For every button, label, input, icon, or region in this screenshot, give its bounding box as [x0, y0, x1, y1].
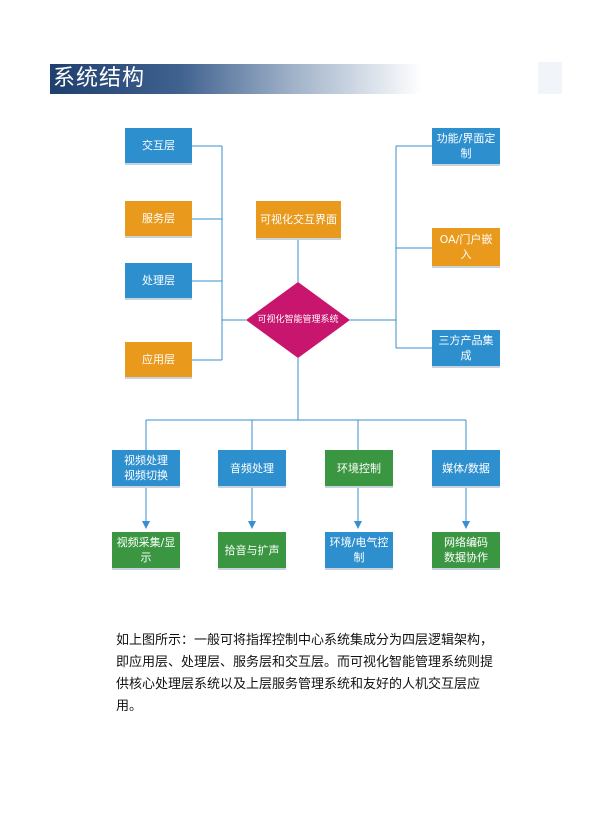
module-environment: 环境控制 — [325, 450, 393, 488]
leaf-network-coding: 网络编码 数据协作 — [432, 532, 500, 570]
layer-application: 应用层 — [125, 342, 192, 379]
decorative-block — [538, 62, 562, 94]
layer-service: 服务层 — [125, 201, 192, 238]
right-item-oa: OA/门户嵌入 — [432, 228, 500, 268]
leaf-video-capture: 视频采集/显示 — [112, 532, 180, 570]
section-header-bar — [50, 64, 422, 94]
module-video: 视频处理 视频切换 — [112, 450, 180, 488]
module-media: 媒体/数据 — [432, 450, 500, 488]
right-item-custom: 功能/界面定制 — [432, 128, 500, 166]
leaf-audio-pickup: 拾音与扩声 — [218, 532, 286, 570]
center-system-label: 可视化智能管理系统 — [257, 314, 339, 325]
section-title: 系统结构 — [53, 66, 146, 91]
leaf-electrical-control: 环境/电气控制 — [325, 532, 393, 570]
layer-interaction: 交互层 — [125, 128, 192, 165]
center-diamond — [246, 282, 350, 358]
visual-interface-box: 可视化交互界面 — [256, 201, 341, 240]
right-item-integration: 三方产品集成 — [432, 330, 500, 368]
module-audio: 音频处理 — [218, 450, 286, 488]
layer-processing: 处理层 — [125, 263, 192, 300]
description-paragraph: 如上图所示：一般可将指挥控制中心系统集成分为四层逻辑架构，即应用层、处理层、服务… — [116, 633, 494, 714]
